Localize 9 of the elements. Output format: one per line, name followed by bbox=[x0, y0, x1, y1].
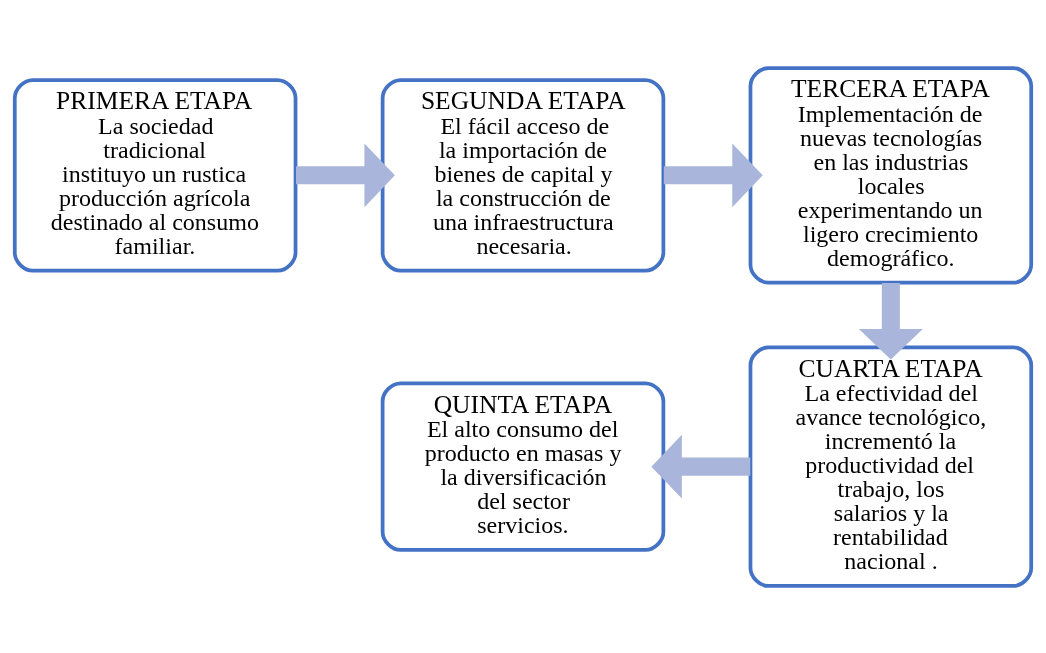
arrow bbox=[858, 282, 923, 360]
arrow bbox=[663, 142, 763, 207]
node-box: SEGUNDA ETAPA El fácil acceso de la importación de bienes de capital y la construcción de una infraestructura necesaria. bbox=[380, 77, 666, 273]
arrow bbox=[651, 434, 751, 499]
node-box: CUARTA ETAPA La efectividad del avance tecnológico, incrementó la productividad del trabajo, los salarios y la rentabilidad nacional . bbox=[748, 344, 1034, 588]
arrow bbox=[295, 142, 395, 207]
node-box: TERCERA ETAPA Implementación de nuevas tecnologías en las industrias locales experimentando un ligero crecimiento demográfico. bbox=[748, 65, 1034, 285]
node-box: QUINTA ETAPA El alto consumo del producto en masas y la diversificación del sector servicios. bbox=[380, 380, 666, 552]
node-box: PRIMERA ETAPA La sociedad tradicional instituyo un rustica producción agrícola destinado al consumo familiar. bbox=[12, 77, 298, 273]
